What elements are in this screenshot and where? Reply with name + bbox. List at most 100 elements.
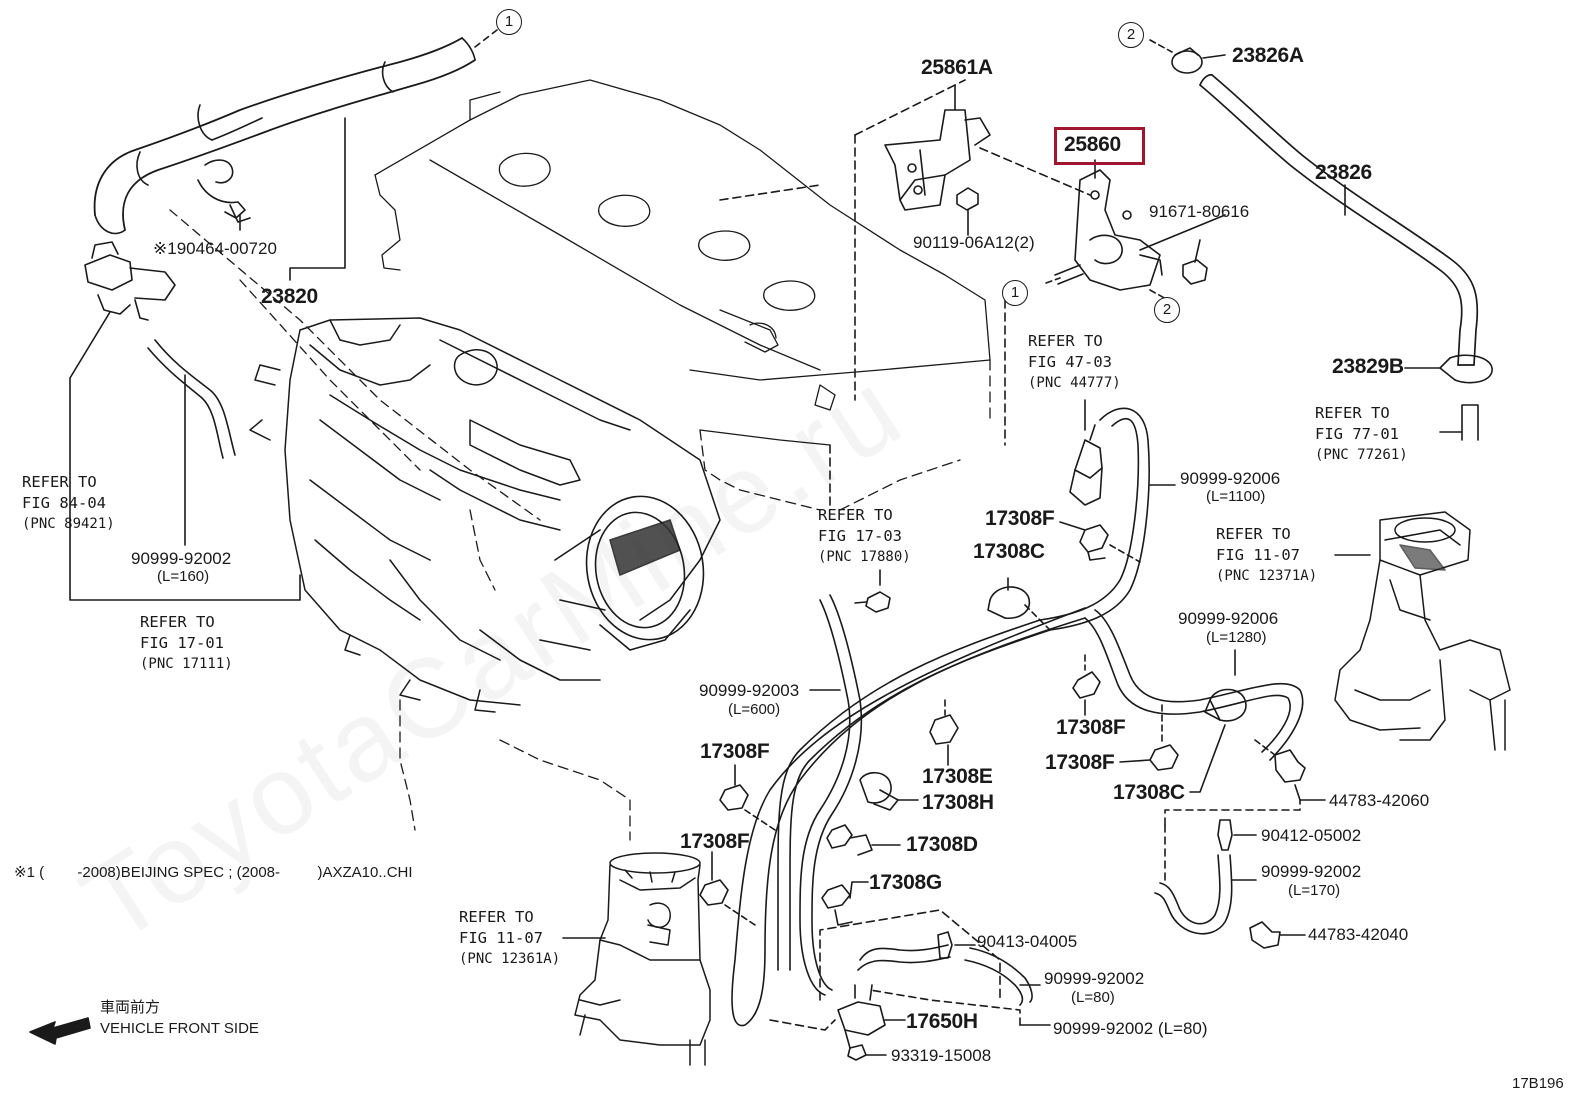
refer-11b-line2: FIG 11-07	[459, 929, 543, 947]
part-25861A: 25861A	[921, 56, 993, 79]
hose-23826	[1199, 74, 1479, 366]
vsv-17650H	[837, 984, 886, 1049]
hose-90999-92006-1280: 90999-92006	[1178, 609, 1279, 628]
clamp-23829B	[1439, 354, 1493, 384]
engine-head-outline	[374, 79, 991, 446]
refer-47-line2: FIG 47-03	[1028, 353, 1112, 371]
hose-90999-92006-1100: 90999-92006	[1180, 469, 1281, 488]
refer-47-line1: REFER TO	[1028, 332, 1103, 350]
part-17308F-e: 17308F	[1045, 751, 1115, 774]
circle-1-mid: 1	[1002, 280, 1028, 306]
diagram-code: 17B196	[1512, 1075, 1564, 1092]
sensor-89421	[84, 241, 176, 321]
hose-clamp-190464	[197, 159, 251, 223]
refer-77-line3: (PNC 77261)	[1315, 447, 1408, 463]
part-23826: 23826	[1315, 161, 1372, 184]
refer-77-line2: FIG 77-01	[1315, 425, 1399, 443]
refer-1701-line2: FIG 17-01	[140, 634, 224, 652]
part-91671-80616: 91671-80616	[1149, 202, 1250, 221]
clip-17308C-upper	[987, 586, 1031, 620]
part-44783-42060: 44783-42060	[1329, 791, 1430, 810]
clip-17308F-upper	[1079, 524, 1109, 561]
refer-1701-line1: REFER TO	[140, 613, 215, 631]
fitting-17880	[854, 591, 891, 613]
refer-fig-17-03: REFER TO FIG 17-03 (PNC 17880)	[818, 505, 911, 568]
part-17308D: 17308D	[906, 833, 978, 856]
part-44783-42040: 44783-42040	[1308, 925, 1409, 944]
clip-17308H	[859, 771, 899, 811]
hose-90999-92002-160: 90999-92002	[131, 549, 232, 568]
refer-11a-line3: (PNC 12371A)	[1216, 568, 1318, 584]
clip-17308C-lower	[1204, 688, 1247, 722]
part-90413-04005: 90413-04005	[977, 932, 1078, 951]
throttle-body	[479, 495, 705, 681]
hose-90999-92003-600: 90999-92003	[699, 681, 800, 700]
refer-11a-line2: FIG 11-07	[1216, 546, 1300, 564]
part-17308F-a: 17308F	[985, 507, 1055, 530]
part-17308F-d: 17308F	[680, 830, 750, 853]
part-17650H: 17650H	[906, 1010, 978, 1033]
hose-1100	[777, 407, 1150, 971]
bolt-93319	[847, 1044, 867, 1061]
refer-84-line3: (PNC 89421)	[22, 516, 115, 532]
clip-17308F-left-lower	[699, 879, 729, 906]
front-label-jp: 車両前方	[100, 999, 161, 1016]
refer-11b-line3: (PNC 12361A)	[459, 951, 561, 967]
part-17308C-a: 17308C	[973, 540, 1045, 563]
part-190464-00720: ※190464-00720	[153, 239, 277, 258]
engine-block-outline	[399, 359, 991, 841]
connector-44783-42060	[1274, 749, 1306, 783]
hose-170	[1154, 854, 1233, 935]
hose-1280	[731, 607, 1304, 1027]
hose-90999-92002-170: 90999-92002	[1261, 862, 1362, 881]
circle-1-top: 1	[496, 9, 522, 35]
hose-80a	[964, 947, 1033, 1006]
engine-mount-12371A	[1334, 511, 1511, 751]
part-25860: 25860	[1064, 133, 1121, 156]
vsv-25860	[1054, 169, 1163, 291]
hose-length-600: (L=600)	[728, 701, 781, 718]
refer-1703-line2: FIG 17-03	[818, 527, 902, 545]
hose-90999-92002-80b: 90999-92002 (L=80)	[1053, 1019, 1208, 1038]
clip-17308F-mid	[1072, 671, 1101, 699]
clip-17308E	[929, 714, 959, 745]
circle-2-top: 2	[1118, 22, 1144, 48]
sensor-44777	[1069, 424, 1103, 506]
part-90119-06A12: 90119-06A12(2)	[913, 233, 1035, 252]
clip-17308D	[826, 824, 873, 856]
part-17308G: 17308G	[869, 871, 942, 894]
refer-fig-84-04: REFER TO FIG 84-04 (PNC 89421)	[22, 472, 115, 535]
clip-17308G	[821, 884, 853, 926]
refer-fig-77-01: REFER TO FIG 77-01 (PNC 77261)	[1315, 403, 1408, 466]
intake-manifold-17111	[249, 317, 721, 713]
front-label-en: VEHICLE FRONT SIDE	[100, 1020, 259, 1037]
part-17308C-b: 17308C	[1113, 781, 1185, 804]
hose-length-1100: (L=1100)	[1206, 488, 1266, 505]
refer-47-line3: (PNC 44777)	[1028, 375, 1121, 391]
clip-17308F-left-upper	[719, 784, 749, 811]
refer-84-line1: REFER TO	[22, 473, 97, 491]
refer-11a-line1: REFER TO	[1216, 525, 1291, 543]
clip-17308F-right	[1149, 744, 1179, 771]
highlight-box	[1054, 127, 1145, 165]
part-17308F-b: 17308F	[1056, 716, 1126, 739]
bracket-25861A	[884, 109, 991, 211]
bolt-91671	[1182, 239, 1208, 285]
hose-600	[799, 594, 863, 996]
refer-fig-47-03: REFER TO FIG 47-03 (PNC 44777)	[1028, 331, 1121, 394]
fitting-90413	[937, 931, 953, 959]
hose-length-1280: (L=1280)	[1206, 629, 1267, 646]
refer-fig-11-07-b: REFER TO FIG 11-07 (PNC 12361A)	[459, 907, 560, 970]
refer-84-line2: FIG 84-04	[22, 494, 106, 512]
part-90412-05002: 90412-05002	[1261, 826, 1362, 845]
part-17308E: 17308E	[922, 765, 993, 788]
fitting-90412	[1217, 819, 1233, 851]
hose-90999-92002-80a: 90999-92002	[1044, 969, 1145, 988]
refer-1703-line1: REFER TO	[818, 506, 893, 524]
connector-44783-42040	[1249, 921, 1281, 949]
air-hose-23820	[93, 37, 476, 235]
refer-1701-line3: (PNC 17111)	[140, 656, 233, 672]
hose-length-170: (L=170)	[1288, 882, 1341, 899]
